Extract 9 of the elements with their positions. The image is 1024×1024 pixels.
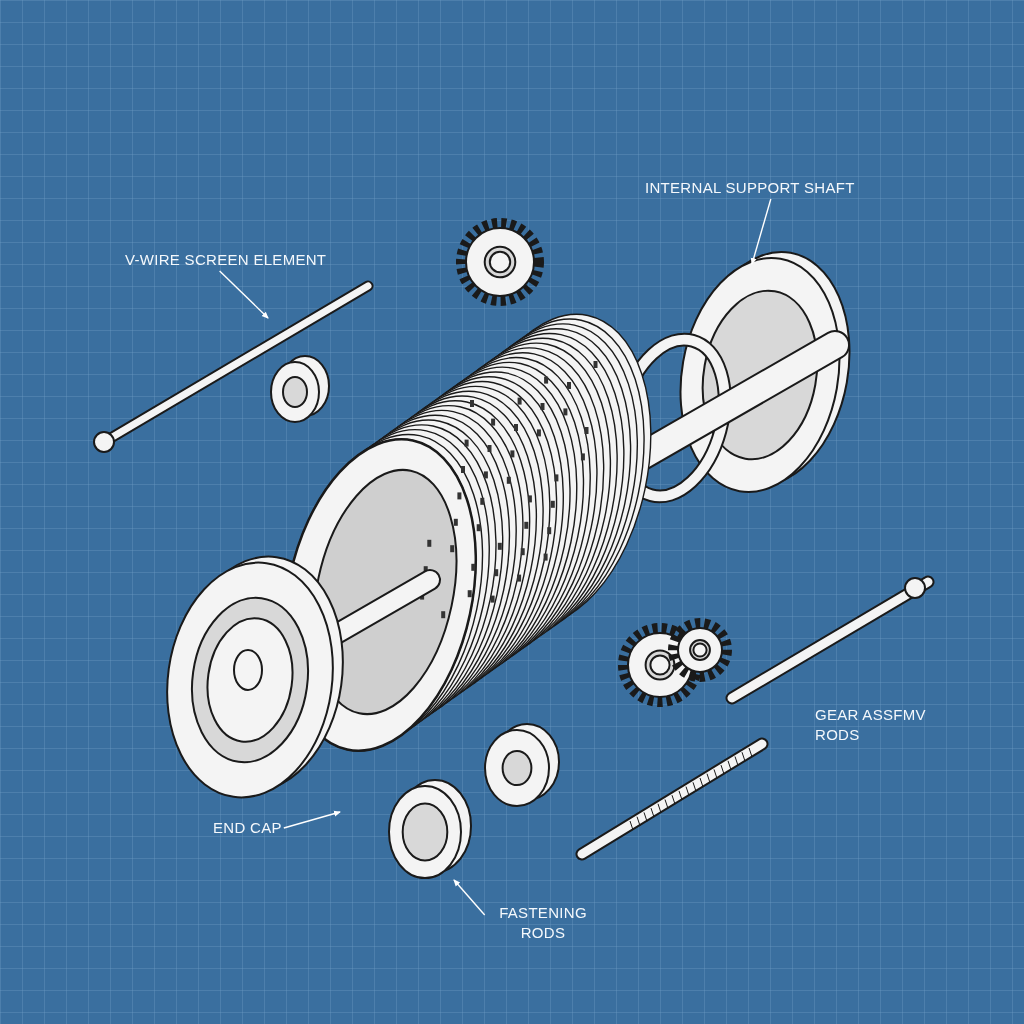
leader-line	[750, 198, 772, 265]
part-label: FASTENING RODS	[488, 903, 598, 943]
part-label: GEAR ASSFMV RODS	[815, 705, 935, 745]
leader-line	[453, 879, 486, 916]
part-label: V-WIRE SCREEN ELEMENT	[125, 250, 327, 270]
leader-line	[283, 810, 341, 829]
leader-line	[218, 270, 269, 319]
part-label: END CAP	[213, 818, 282, 838]
part-label: INTERNAL SUPPORT SHAFT	[645, 178, 855, 198]
